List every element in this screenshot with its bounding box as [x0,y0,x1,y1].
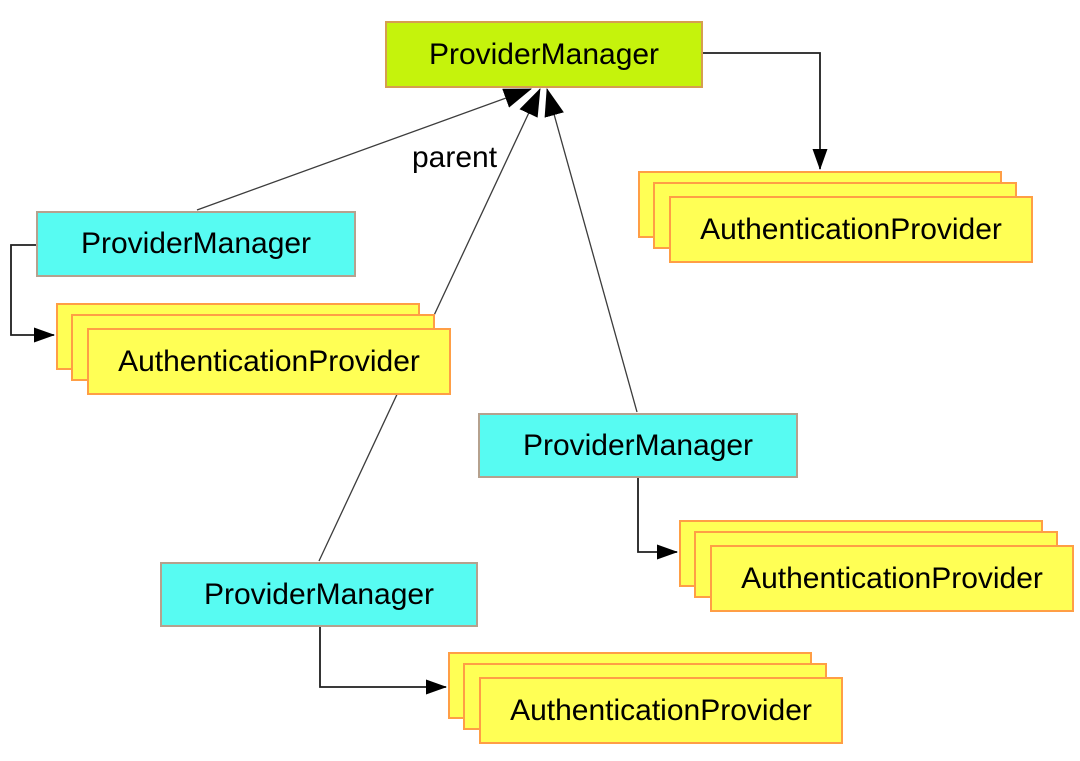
edge-middle-manager-to-parent [544,88,638,413]
node-middle-provider-manager: ProviderManager [478,413,798,478]
node-bottom-provider-manager: ProviderManager [160,562,478,627]
node-label: ProviderManager [522,428,754,462]
stack-front: AuthenticationProvider [479,677,843,744]
stack-front: AuthenticationProvider [669,196,1033,263]
edge-label-parent: parent [412,141,498,174]
node-label: ProviderManager [428,37,660,71]
node-label: ProviderManager [203,577,435,611]
stack-label: AuthenticationProvider [741,561,1043,595]
connector-middle-manager-to-right-stack [637,478,678,560]
connector-left-manager-to-left-stack [10,244,55,343]
node-left-provider-manager: ProviderManager [36,211,356,277]
stack-label: AuthenticationProvider [700,212,1002,246]
stack-label: AuthenticationProvider [118,344,420,378]
stack-label: AuthenticationProvider [510,693,812,727]
node-label: ProviderManager [80,227,312,260]
node-parent-provider-manager: ProviderManager [385,21,703,88]
edge-left-manager-to-parent [196,88,532,211]
connector-root-to-top-right-stack [703,52,828,170]
stack-front: AuthenticationProvider [87,328,451,395]
connector-bottom-manager-to-bottom-stack [319,627,447,695]
stack-front: AuthenticationProvider [710,545,1074,612]
